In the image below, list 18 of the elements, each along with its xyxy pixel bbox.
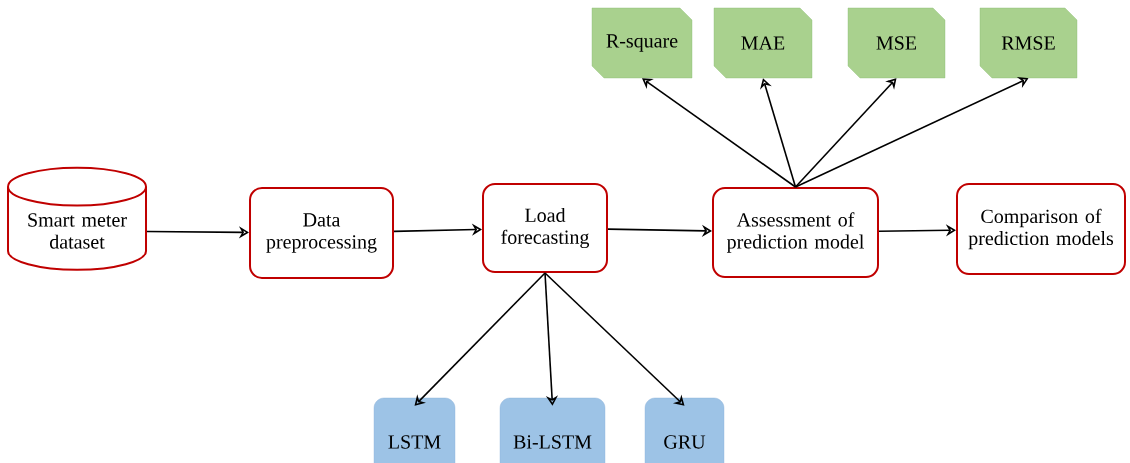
model-box: GRU [644,397,725,463]
metric-box: R-square [591,7,693,79]
arrow [544,272,559,406]
arrow [794,78,897,188]
arrow [760,78,797,188]
process-box: Comparison of prediction models [956,183,1126,275]
arrow [414,272,546,406]
process-box: Load forecasting [482,183,608,273]
model-box: Bi-LSTM [499,397,606,463]
metric-box: RMSE [979,7,1078,79]
arrow [544,272,685,406]
database-cylinder: Smart meter dataset [7,166,147,271]
metric-box: MSE [847,7,946,79]
metric-box: MAE [713,7,813,79]
model-box: LSTM [373,397,456,463]
process-box: Data preprocessing [249,187,394,279]
arrow [642,78,797,188]
process-box: Assessment of prediction model [712,187,879,278]
